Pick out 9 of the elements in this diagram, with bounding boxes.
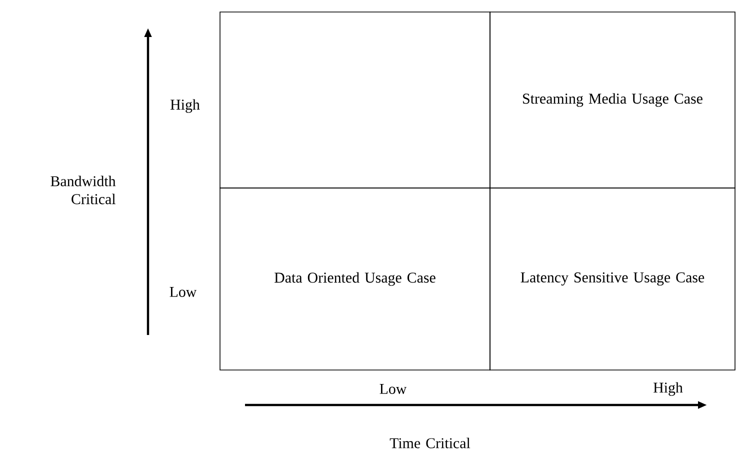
axis-label: Bandwidth Critical xyxy=(50,176,116,204)
quadrant-cell: Data Oriented Usage Case xyxy=(220,188,490,370)
axis-label: Time Critical xyxy=(390,438,470,448)
axis-label: Low xyxy=(170,287,197,297)
quadrant-cell xyxy=(220,12,490,188)
axis-label: Low xyxy=(380,384,407,394)
axis-label: High xyxy=(170,99,200,113)
quadrant-cell: Latency Sensitive Usage Case xyxy=(490,188,736,370)
quadrant-cell: Streaming Media Usage Case xyxy=(490,12,736,188)
